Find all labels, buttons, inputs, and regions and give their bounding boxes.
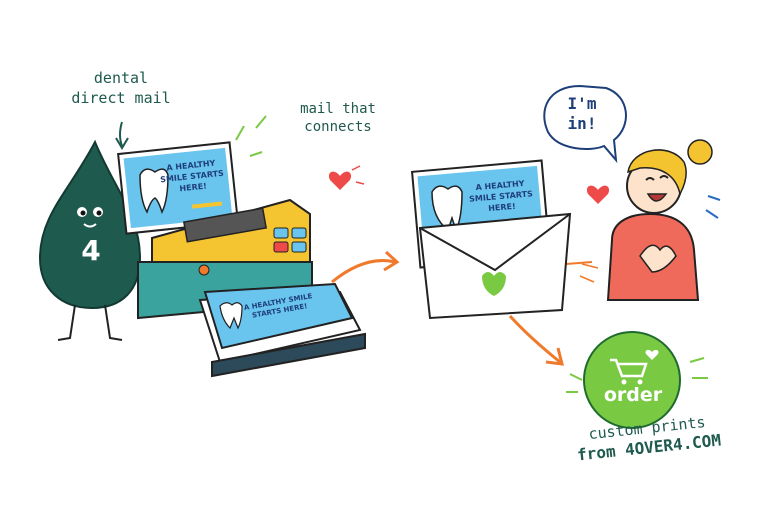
heart-icon [328, 171, 352, 190]
printer-icon [137, 198, 366, 378]
cart-icon [610, 358, 648, 378]
held-postcard [117, 141, 239, 235]
order-badge [566, 331, 708, 429]
speech-bubble-text: I'm in! [567, 94, 597, 133]
label-mail-that-connects: mail that connects [300, 101, 376, 135]
flow-arrow-icon [331, 259, 396, 284]
envelope-icon [410, 159, 572, 320]
tooth-icon [139, 168, 169, 214]
postcard-headline-envelope: A HEALTHY SMILE STARTS HERE! [468, 178, 534, 214]
happy-customer [606, 139, 721, 301]
heart-icon [586, 185, 610, 204]
order-button-label: order [603, 384, 663, 406]
label-dental-direct-mail: dental direct mail [71, 69, 171, 107]
postcard-headline: A HEALTHY SMILE STARTS HERE! [159, 158, 225, 194]
flow-arrow-icon [508, 314, 561, 364]
drop-number: 4 [81, 234, 101, 267]
speech-bubble-icon [543, 84, 627, 164]
pointer-arrow-icon [119, 121, 123, 147]
